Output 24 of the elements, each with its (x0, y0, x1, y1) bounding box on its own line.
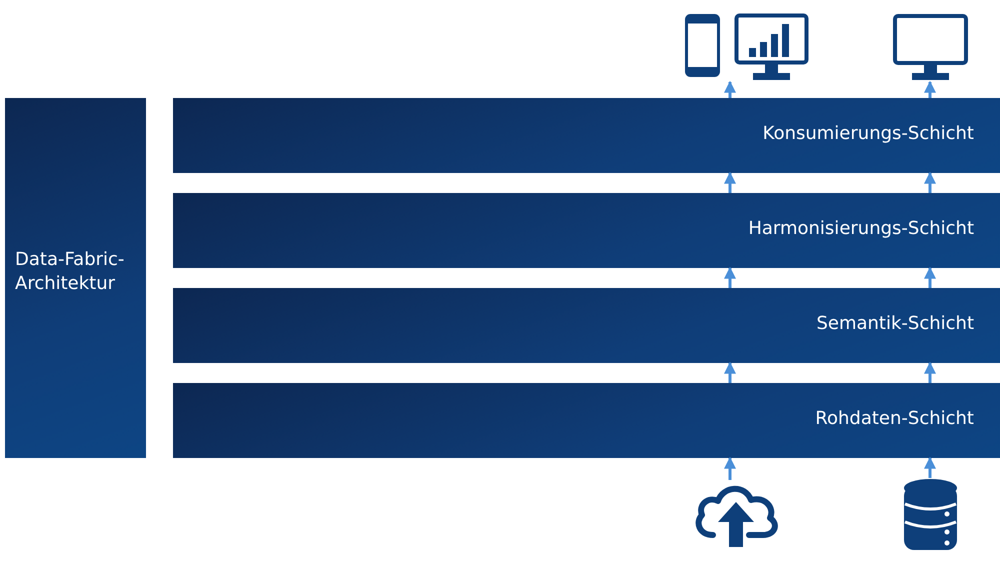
arrow (924, 172, 936, 193)
architecture-label: Data-Fabric-Architektur (15, 248, 126, 296)
arrow (924, 80, 936, 98)
arrow (924, 362, 936, 383)
layer-band (173, 288, 1000, 363)
arrow (924, 456, 936, 478)
architecture-band (5, 98, 146, 458)
layer-band (173, 383, 1000, 458)
layer-label: Harmonisierungs-Schicht (748, 217, 974, 241)
layer-label: Semantik-Schicht (816, 312, 974, 336)
layer-label: Konsumierungs-Schicht (762, 122, 974, 146)
arrow (724, 362, 736, 383)
arrow (724, 456, 736, 480)
phone-icon (685, 14, 720, 77)
arrow (924, 266, 936, 288)
arrow (724, 172, 736, 193)
layer-band (173, 98, 1000, 173)
database-icon (903, 478, 958, 552)
bar-chart-monitor-icon (735, 14, 808, 80)
layer-band (173, 193, 1000, 268)
arrow (724, 80, 736, 98)
layer-label: Rohdaten-Schicht (815, 407, 974, 431)
arrow (724, 266, 736, 288)
monitor-icon (893, 14, 968, 80)
